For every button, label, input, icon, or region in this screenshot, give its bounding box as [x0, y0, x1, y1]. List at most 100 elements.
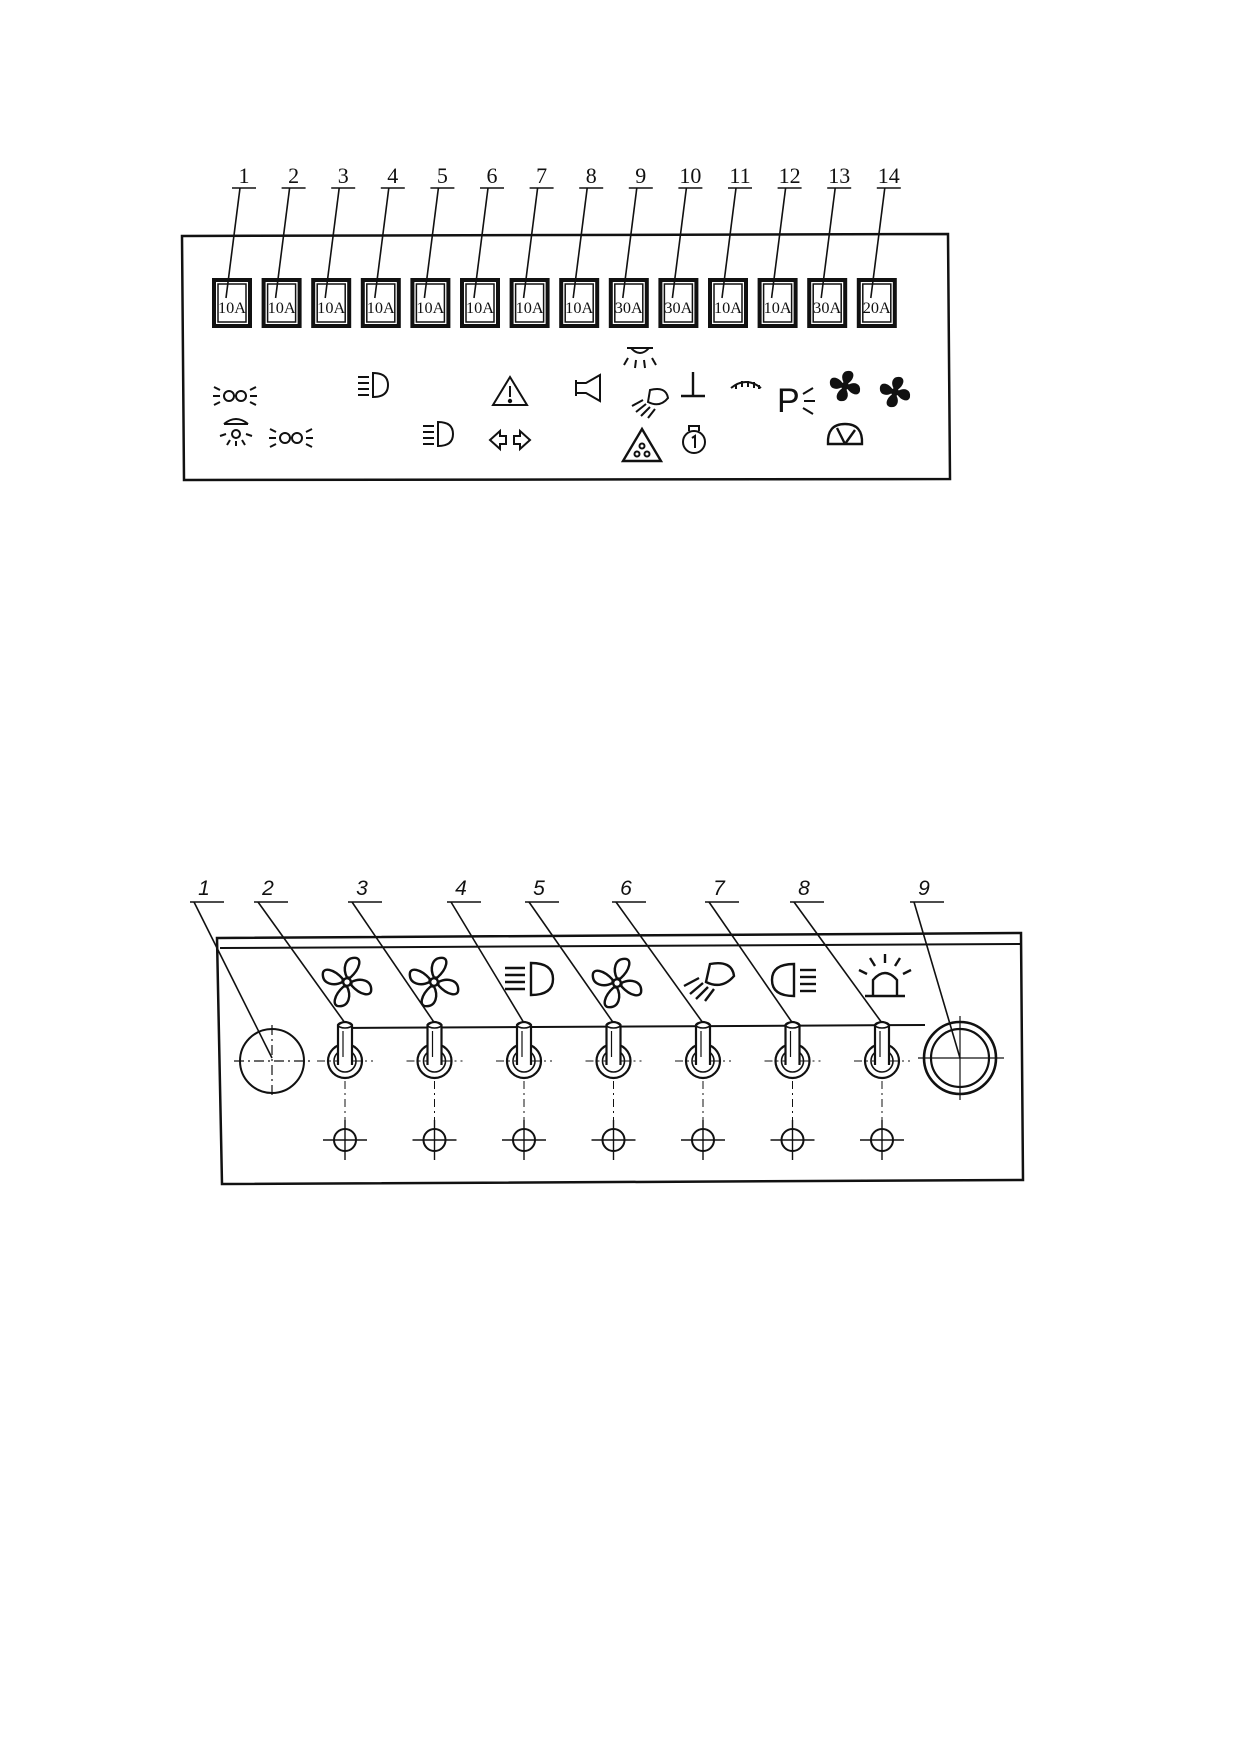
- switch-callout: 4: [447, 877, 525, 1024]
- fuse-number: 3: [338, 163, 349, 188]
- fuse-rating: 10A: [466, 300, 494, 317]
- fuse-number: 11: [729, 163, 750, 188]
- fuse-number: 12: [779, 163, 801, 188]
- callout-number: 8: [798, 877, 810, 900]
- callout-leader: [225, 187, 241, 299]
- fuse-rating: 20A: [863, 300, 891, 317]
- gauge-icon: [730, 381, 762, 389]
- toggle-switch[interactable]: [764, 1020, 821, 1133]
- fuse-rating: 10A: [416, 300, 444, 317]
- fan-icon: [408, 956, 460, 1008]
- mounting-hole: [502, 1120, 546, 1160]
- callout-number: 6: [620, 877, 632, 900]
- toggle-switch[interactable]: [496, 1020, 552, 1133]
- work-lamp-icon: [631, 388, 670, 419]
- fan-icon: [321, 956, 373, 1008]
- callout-leader: [324, 187, 340, 299]
- beacon-light-icon: [623, 347, 657, 369]
- fuse-rating: 10A: [367, 300, 395, 317]
- fuse-number: 7: [536, 163, 547, 188]
- switch-callout: 9: [910, 877, 961, 1059]
- toggle-switch[interactable]: [854, 1020, 910, 1133]
- callout-number: 4: [455, 877, 467, 900]
- fuse: 10A 6: [460, 163, 504, 328]
- fuse: 30A 10: [658, 163, 703, 328]
- turn-signal-icon: [488, 428, 532, 452]
- mounting-hole: [860, 1120, 904, 1160]
- fuse: 10A 5: [410, 163, 455, 328]
- svg-text:P: P: [777, 382, 800, 420]
- fuse-number: 6: [487, 163, 498, 188]
- fuse-rating: 30A: [664, 300, 692, 317]
- side-lights-icon: [269, 428, 313, 448]
- fuse-rating: 10A: [268, 300, 296, 317]
- mounting-hole: [412, 1120, 457, 1160]
- indicator-lamp-left: [234, 1025, 312, 1097]
- callout-number: 1: [198, 877, 210, 900]
- fuse-number: 13: [828, 163, 850, 188]
- parking-brake-icon: P: [777, 382, 815, 420]
- fuse-number: 14: [878, 163, 900, 188]
- horn-icon: [575, 373, 601, 403]
- warning-triangle-icon: [620, 426, 664, 463]
- callout-leader: [473, 187, 489, 299]
- callout-leader: [770, 187, 787, 299]
- dome-light-icon: [219, 418, 253, 446]
- callout-leader: [870, 187, 886, 299]
- mounting-hole: [591, 1120, 636, 1160]
- switch-callout: 8: [790, 877, 883, 1024]
- rear-fog-light-icon: [770, 962, 816, 998]
- fuse: 30A 13: [807, 163, 852, 328]
- low-beam-icon: [423, 420, 455, 448]
- callout-leader: [820, 187, 836, 299]
- fuse-rating: 30A: [813, 300, 841, 317]
- callout-leader: [522, 187, 539, 299]
- fuse: 10A 7: [509, 163, 554, 328]
- switch-callout: 6: [612, 877, 704, 1024]
- fuse-number: 5: [437, 163, 448, 188]
- fuse-number: 9: [635, 163, 646, 188]
- callout-leader: [721, 187, 737, 299]
- fan-icon: [829, 370, 861, 402]
- fuse-number: 1: [239, 163, 250, 188]
- callout-number: 5: [533, 877, 545, 900]
- switch-panel: 1 2 3 4 5 6 7 8 9: [190, 877, 1025, 1186]
- fuse: 10A 2: [261, 163, 306, 328]
- engine-oil-icon: [682, 425, 706, 454]
- callout-number: 7: [713, 877, 726, 900]
- parking-lights-icon: [213, 386, 257, 406]
- switch-callout: 2: [254, 877, 346, 1024]
- toggle-switch[interactable]: [585, 1020, 642, 1133]
- fuse-symbols: P: [213, 347, 911, 463]
- hazard-warning-icon: [491, 375, 529, 406]
- mounting-hole: [681, 1120, 725, 1160]
- callout-leader: [423, 187, 440, 299]
- toggle-switch[interactable]: [317, 1020, 373, 1133]
- callout-leader: [622, 187, 638, 299]
- mounting-hole: [323, 1120, 367, 1160]
- toggle-switch[interactable]: [675, 1020, 731, 1133]
- callout-leader: [572, 187, 588, 299]
- fuse: 10A 8: [559, 163, 604, 328]
- fuse: 20A 14: [856, 163, 901, 328]
- fuse-rating: 10A: [565, 300, 593, 317]
- fuse-number: 8: [586, 163, 597, 188]
- callout-leader: [374, 187, 390, 299]
- fuse-number: 10: [679, 163, 701, 188]
- ground-symbol-icon: [681, 372, 705, 398]
- warning-lamp-right: [918, 1016, 1004, 1100]
- fuse-rating: 10A: [516, 300, 544, 317]
- fan-icon: [879, 376, 911, 408]
- callout-number: 2: [261, 877, 274, 900]
- toggle-switch[interactable]: [406, 1020, 463, 1133]
- mounting-hole: [770, 1120, 815, 1160]
- fuse-box: 10A110A210A310A410A510A610A710A830A930A1…: [180, 163, 952, 482]
- fuse-number: 2: [288, 163, 299, 188]
- callout-number: 3: [356, 877, 368, 900]
